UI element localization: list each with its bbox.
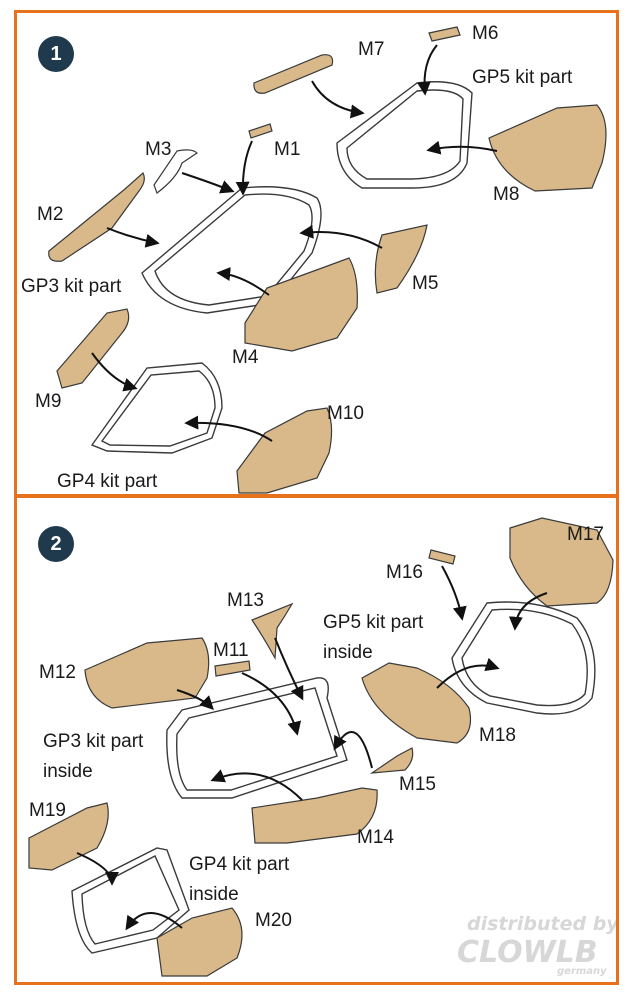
label-m13: M13 [227,590,264,611]
label-m20: M20 [255,910,292,931]
label-m6: M6 [472,23,498,44]
gp4-inside-frame [71,847,190,954]
mask-m1 [248,123,273,139]
step-2-diagram: M17 M16 M13 GP5 kit part inside M11 M12 … [28,517,616,977]
label-gp4-line1: GP4 kit part [189,854,290,875]
label-m10: M10 [327,403,364,424]
mask-m19 [28,802,109,871]
label-m11: M11 [213,640,249,661]
step-1-diagram: M7 M6 GP5 kit part M3 M1 M8 M2 GP3 kit p… [21,23,607,494]
watermark-line3: germany [557,966,607,977]
mask-m15 [369,747,414,774]
label-m17: M17 [567,524,604,545]
label-m12: M12 [39,662,76,683]
label-gp4: GP4 kit part [57,471,158,492]
mask-m16 [428,549,456,565]
label-m19: M19 [29,800,66,821]
label-m16: M16 [386,562,423,583]
mask-m4 [244,257,358,352]
label-m9: M9 [35,391,61,412]
gp3-kit-part-shape [141,186,322,314]
mask-m13 [251,602,294,661]
distributor-watermark: distributed by CLOWLB germany [457,913,616,977]
gp5-inside-frame [451,601,596,715]
label-m7: M7 [358,39,384,60]
label-m15: M15 [399,774,436,795]
mask-m10 [236,407,333,494]
watermark-line2: CLOWLB [457,935,598,970]
mask-m20 [156,907,243,977]
gp5-kit-part-shape [336,81,473,189]
label-gp5-line2: inside [323,642,373,663]
label-gp3-line2: inside [43,761,93,782]
mask-m12 [84,637,210,709]
mask-m3 [153,149,198,194]
label-m5: M5 [412,273,438,294]
gp3-inside-frame [166,677,348,799]
label-m1: M1 [274,139,300,160]
label-gp5-line1: GP5 kit part [323,612,424,633]
mask-m2 [48,172,145,262]
gp4-kit-part-shape [90,362,223,454]
mask-m5 [374,224,428,294]
mask-m17 [509,517,614,607]
label-gp3-line1: GP3 kit part [43,731,144,752]
label-gp3: GP3 kit part [21,276,122,297]
mask-m6 [428,26,461,42]
mask-m8 [488,104,607,192]
label-m18: M18 [479,725,516,746]
step-2-badge: 2 [38,526,74,562]
mask-m9 [56,308,130,389]
label-m8: M8 [493,184,519,205]
label-m4: M4 [232,347,259,368]
label-m14: M14 [357,827,394,848]
step-1-panel: 1 [14,10,619,497]
step-1-badge: 1 [38,36,74,72]
mask-m14 [251,787,378,844]
label-m2: M2 [37,204,63,225]
label-gp4-line2: inside [189,884,239,905]
mask-m7 [253,54,334,94]
mask-m11 [214,660,251,677]
label-gp5: GP5 kit part [472,67,573,88]
watermark-line1: distributed by [467,913,616,935]
step-2-panel: 2 [14,495,619,985]
label-m3: M3 [145,139,171,160]
